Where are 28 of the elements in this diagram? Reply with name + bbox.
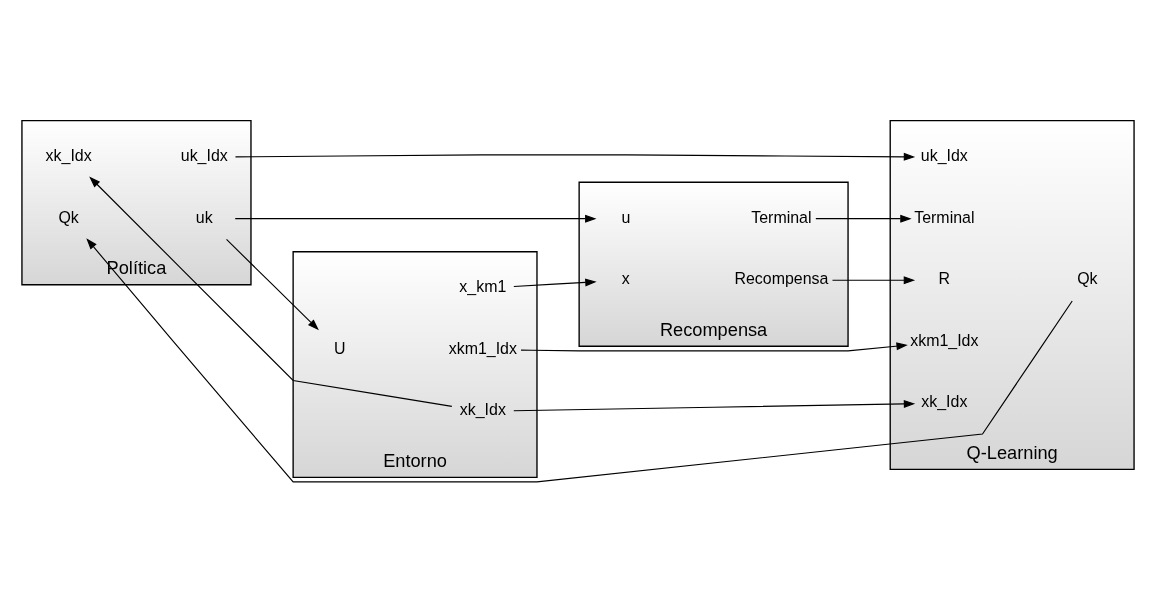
node-text: uk bbox=[195, 208, 213, 226]
arrow bbox=[520, 341, 908, 351]
arrow bbox=[234, 152, 916, 161]
node-text: u bbox=[621, 208, 631, 226]
node-text: Terminal bbox=[914, 208, 975, 226]
node-text: xk_Idx bbox=[45, 146, 92, 164]
arrow bbox=[513, 277, 597, 287]
node-text: Terminal bbox=[751, 208, 812, 226]
node-text: xkm1_Idx bbox=[910, 331, 979, 349]
node-text: x bbox=[621, 269, 630, 287]
node-text: xk_Idx bbox=[921, 392, 968, 410]
node-text: Qk bbox=[58, 208, 79, 226]
node-text: xk_Idx bbox=[459, 400, 506, 418]
node-text: Qk bbox=[1077, 269, 1098, 287]
node-text: U bbox=[334, 339, 346, 357]
node-text: xkm1_Idx bbox=[448, 339, 517, 357]
arrow bbox=[234, 214, 597, 223]
arrow bbox=[86, 237, 1073, 482]
arrow bbox=[831, 275, 916, 284]
arrow bbox=[513, 399, 916, 411]
node-text: R bbox=[938, 269, 951, 287]
arrow bbox=[89, 176, 453, 407]
node-text: uk_Idx bbox=[920, 146, 968, 164]
arrow bbox=[225, 238, 319, 330]
arrow bbox=[815, 214, 912, 223]
node-text: x_km1 bbox=[459, 277, 507, 295]
node-text: Recompensa bbox=[734, 269, 829, 287]
node-text: uk_Idx bbox=[180, 146, 228, 164]
